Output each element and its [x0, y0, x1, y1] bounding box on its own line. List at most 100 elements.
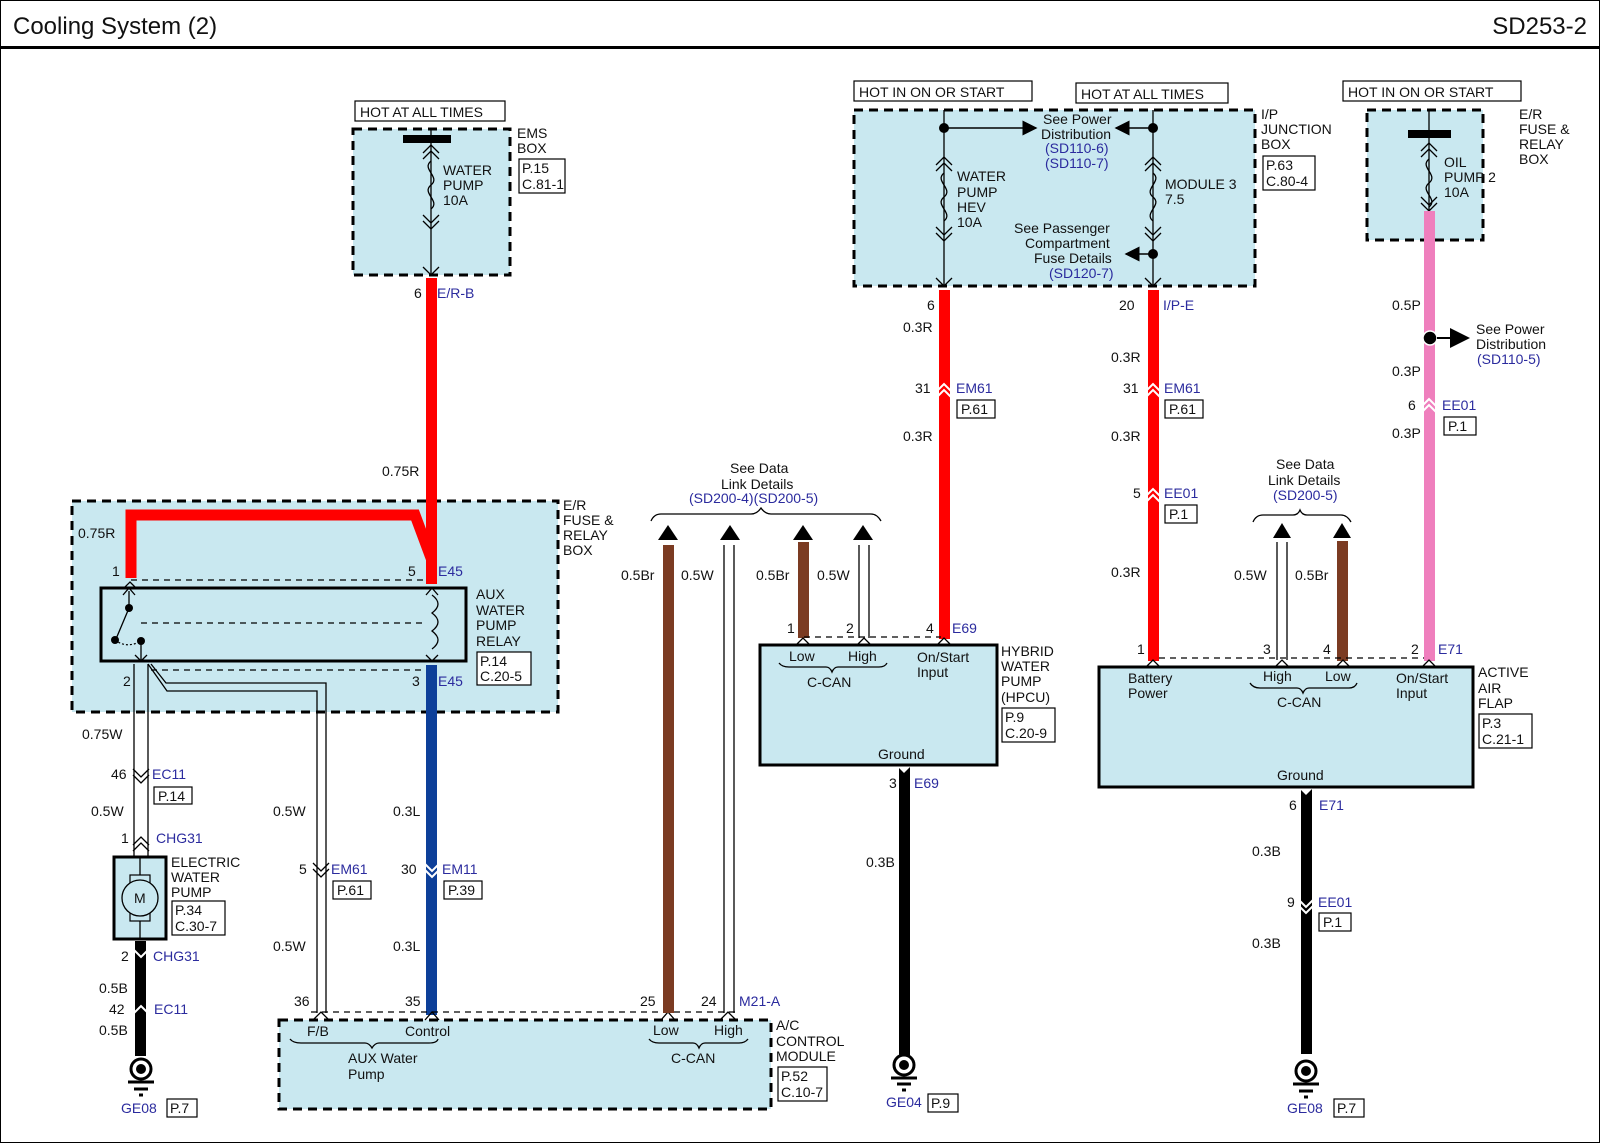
pin-number: 20: [1119, 297, 1135, 313]
page-ref[interactable]: C.80-4: [1266, 173, 1308, 189]
page-ref[interactable]: P.7: [1337, 1100, 1356, 1116]
wire-white-05W[interactable]: [858, 545, 870, 638]
wire-black-03B[interactable]: [899, 767, 910, 1057]
cross-ref-link[interactable]: (SD120-7): [1049, 265, 1114, 281]
data-link-ref[interactable]: (SD200-4)(SD200-5): [689, 490, 818, 506]
connector-id[interactable]: CHG31: [153, 948, 200, 964]
page-ref[interactable]: P.14: [158, 788, 185, 804]
page-ref[interactable]: P.39: [448, 882, 475, 898]
connector-id[interactable]: I/P-E: [1163, 297, 1194, 313]
connector-id[interactable]: E69: [952, 620, 977, 636]
page-ref[interactable]: P.34: [175, 902, 202, 918]
connector-id[interactable]: EM11: [442, 861, 478, 877]
wire-red-075R[interactable]: [125, 278, 437, 584]
connector-id[interactable]: EE01: [1442, 397, 1476, 413]
box-name: E/R: [1519, 106, 1542, 122]
active-air-flap: [1097, 665, 1475, 789]
wire-black-05B[interactable]: [135, 941, 146, 1056]
wire-white-075W[interactable]: [133, 663, 327, 1013]
cross-ref-text: Fuse Details: [1034, 250, 1112, 266]
page-ref[interactable]: C.20-5: [480, 668, 522, 684]
wire-brown-05Br[interactable]: [798, 542, 809, 638]
wire-black-03B[interactable]: [1301, 789, 1312, 1054]
connector-id[interactable]: EM61: [331, 861, 368, 877]
box-name: FUSE &: [1519, 121, 1570, 137]
box-name: EMS: [517, 125, 547, 141]
box-name: A/C: [776, 1017, 799, 1033]
fuse-label: WATER: [443, 162, 492, 178]
relay-label: WATER: [476, 602, 525, 618]
page-ref[interactable]: C.10-7: [781, 1084, 823, 1100]
page-ref[interactable]: P.1: [1169, 506, 1188, 522]
pin-number: 6: [1408, 397, 1416, 413]
connector-id[interactable]: EC11: [152, 766, 186, 782]
page-ref[interactable]: P.1: [1323, 914, 1342, 930]
connector-id[interactable]: EC11: [154, 1001, 188, 1017]
wire-label: 0.5W: [1234, 567, 1267, 583]
wire-label: 0.5W: [273, 803, 306, 819]
connector-id[interactable]: E69: [914, 775, 939, 791]
page-ref[interactable]: P.1: [1448, 418, 1467, 434]
connector-id[interactable]: E/R-B: [437, 285, 474, 301]
cross-ref-text: See Power: [1476, 321, 1545, 337]
ground-id[interactable]: GE08: [121, 1100, 157, 1116]
wire-white-05W[interactable]: [723, 545, 735, 1013]
arrow-up-icon: [1273, 523, 1291, 538]
page-ref[interactable]: P.14: [480, 653, 507, 669]
connector-id[interactable]: E45: [438, 673, 463, 689]
page-ref[interactable]: C.20-9: [1005, 725, 1047, 741]
wire-label: 0.3B: [1252, 935, 1281, 951]
wire-red-03R[interactable]: [1148, 290, 1159, 661]
page-ref[interactable]: P.7: [170, 1100, 189, 1116]
connector-id[interactable]: EE01: [1318, 894, 1352, 910]
ground-id[interactable]: GE04: [886, 1094, 922, 1110]
ground-id[interactable]: GE08: [1287, 1100, 1323, 1116]
cross-ref-link[interactable]: (SD110-5): [1477, 351, 1541, 367]
wire-brown-05Br[interactable]: [663, 545, 674, 1013]
connector-id[interactable]: EM61: [1164, 380, 1201, 396]
wire-label: 0.75R: [382, 463, 419, 479]
wire-white-05W[interactable]: [1276, 542, 1288, 660]
wire-label: 0.3L: [393, 803, 420, 819]
wire-red-03R[interactable]: [939, 290, 950, 639]
pin-number: 1: [787, 620, 795, 636]
box-name: BOX: [563, 542, 593, 558]
component-name: PUMP: [1001, 673, 1041, 689]
page-ref[interactable]: P.52: [781, 1068, 808, 1084]
page-ref[interactable]: P.61: [1169, 401, 1196, 417]
cross-ref-link[interactable]: (SD110-7): [1045, 155, 1109, 171]
page-ref[interactable]: P.61: [337, 882, 364, 898]
wire-brown-05Br[interactable]: [1337, 541, 1348, 661]
connector-id[interactable]: M21-A: [739, 993, 781, 1009]
page-ref[interactable]: C.21-1: [1482, 731, 1524, 747]
pin-label: Ground: [878, 746, 925, 762]
page-ref[interactable]: C.30-7: [175, 918, 217, 934]
page-ref[interactable]: C.81-1: [522, 176, 564, 192]
component-name: AIR: [1478, 680, 1501, 696]
wire-pink-05P[interactable]: [1424, 211, 1435, 661]
cross-ref-link[interactable]: (SD110-6): [1045, 140, 1109, 156]
page-ref[interactable]: P.15: [522, 160, 549, 176]
connector-id[interactable]: E71: [1438, 641, 1463, 657]
page-ref[interactable]: P.63: [1266, 157, 1293, 173]
connector-id[interactable]: CHG31: [156, 830, 203, 846]
connector-id[interactable]: EE01: [1164, 485, 1198, 501]
page-ref[interactable]: P.61: [961, 401, 988, 417]
connector-id[interactable]: EM61: [956, 380, 993, 396]
fuse-label: 10A: [1444, 184, 1470, 200]
component-name: ACTIVE: [1478, 664, 1529, 680]
connector-id[interactable]: E45: [438, 563, 463, 579]
cross-ref-text: Distribution: [1476, 336, 1546, 352]
wire-label: 0.3L: [393, 938, 420, 954]
data-link-ref[interactable]: (SD200-5): [1273, 487, 1338, 503]
page-ref[interactable]: P.9: [1005, 709, 1024, 725]
page-ref[interactable]: P.9: [931, 1095, 950, 1111]
fuse-icon-water-pump-hev: [940, 172, 948, 222]
group-label: C-CAN: [1277, 694, 1321, 710]
cross-ref-text: Compartment: [1025, 235, 1110, 251]
page-ref[interactable]: P.3: [1482, 715, 1501, 731]
wire-label: 0.5W: [681, 567, 714, 583]
fuse-label: 10A: [957, 214, 983, 230]
connector-id[interactable]: E71: [1319, 797, 1344, 813]
wire-blue-03L[interactable]: [426, 665, 437, 1015]
